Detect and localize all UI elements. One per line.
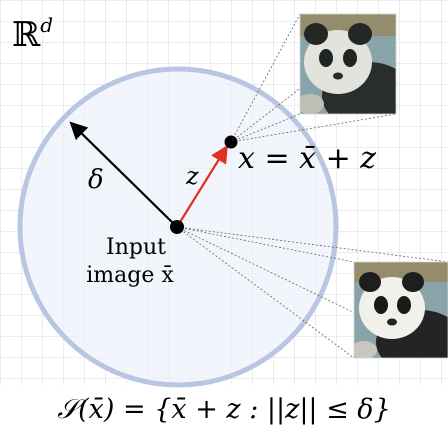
perturbation-symbol: z — [185, 162, 199, 190]
perturbed-panda-image — [300, 14, 396, 114]
input-label-line2: image x̄ — [86, 263, 174, 288]
radius-symbol: δ — [88, 165, 104, 195]
bottom-image-leader-lines — [176, 226, 448, 359]
input-point — [170, 220, 184, 234]
space-label: ℝd — [12, 13, 53, 55]
input-label-line1: Input — [106, 235, 166, 260]
input-panda-image — [354, 262, 448, 358]
perturbed-equation: x = x̄ + z — [238, 141, 376, 176]
set-definition: 𝒮(x̄) = {x̄ + z : ||z|| ≤ δ} — [57, 394, 391, 425]
radius-arrow — [69, 121, 178, 228]
perturbed-point — [224, 135, 238, 149]
perturbation-arrow — [176, 145, 228, 228]
